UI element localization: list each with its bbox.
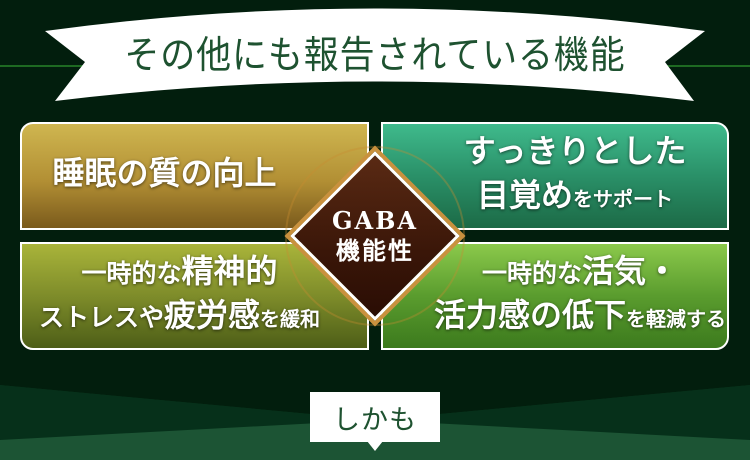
- panel-text-emphasis: 疲労感: [164, 296, 261, 334]
- panel-text: 睡眠の質の向上: [52, 154, 276, 198]
- panel-text-main: 睡眠の質の向上: [52, 154, 277, 192]
- panel-text-line1: すっきりとした: [464, 132, 687, 176]
- panel-text-line1: 一時的な精神的: [81, 252, 277, 296]
- panel-vitality: 一時的な活気・ 活力感の低下を軽減する: [381, 242, 729, 350]
- panel-text-line1: 一時的な活気・: [482, 252, 678, 296]
- panel-text-emphasis: 精神的: [181, 252, 278, 290]
- panel-text-small: を緩和: [260, 307, 321, 331]
- panel-text-emphasis: 低下: [562, 296, 627, 334]
- ribbon-title: その他にも報告されている機能: [124, 33, 626, 77]
- title-ribbon: [45, 8, 705, 101]
- panel-text-line2: 目覚めをサポート: [477, 176, 673, 220]
- panel-text-emphasis: 活気・: [582, 252, 679, 290]
- badge-line1: GABA: [331, 206, 419, 235]
- callout-pointer-icon: [367, 441, 383, 451]
- callout-box: しかも: [310, 392, 440, 442]
- panel-text-emphasis: 活力感の: [433, 296, 562, 334]
- callout-text: しかも: [333, 404, 417, 436]
- panel-text-small: を軽減する: [626, 307, 727, 331]
- panel-text-small: 一時的な: [481, 259, 582, 288]
- panel-text-line2: 活力感の低下を軽減する: [434, 296, 726, 340]
- panel-text-small: ストレスや: [38, 303, 164, 332]
- panel-text-emphasis: すっきりとした: [463, 132, 687, 170]
- panel-text-small: 一時的な: [81, 259, 182, 288]
- panel-text-line2: ストレスや疲労感を緩和: [39, 296, 320, 340]
- badge-line2: 機能性: [336, 237, 414, 265]
- badge-label: GABA 機能性: [290, 151, 460, 321]
- panel-text-emphasis: 目覚め: [476, 176, 573, 214]
- gaba-badge: GABA 機能性: [284, 145, 466, 327]
- wheat-emblem-icon: [285, 146, 465, 326]
- panel-text-small: をサポート: [573, 187, 673, 211]
